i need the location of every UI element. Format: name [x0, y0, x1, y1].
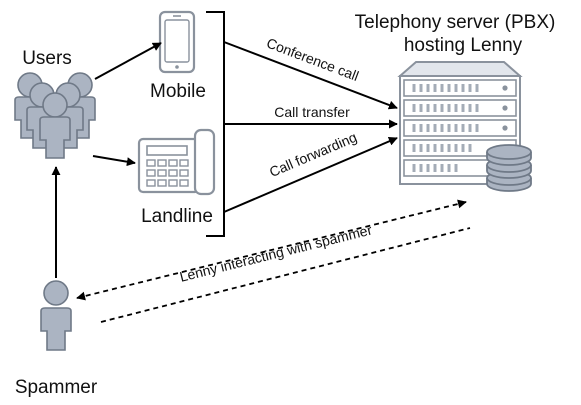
mobile-label: Mobile	[150, 81, 206, 102]
call-forwarding-label: Call forwarding	[267, 129, 359, 180]
lenny-interacting-label: Lenny interacting with spammer	[178, 221, 374, 284]
server-title: Telephony server (PBX)	[355, 12, 556, 33]
lenny-spammer-dashed-line-2	[100, 227, 471, 323]
users-icon	[14, 72, 96, 159]
landline-phone-icon	[137, 128, 216, 196]
database-icon	[486, 144, 532, 192]
landline-label: Landline	[141, 206, 213, 227]
spammer-label: Spammer	[15, 377, 98, 398]
device-bracket	[206, 11, 225, 237]
mobile-phone-icon	[158, 10, 196, 74]
call-transfer-label: Call transfer	[274, 104, 350, 120]
users-to-mobile-arrow	[94, 42, 162, 80]
spammer-person-icon	[40, 280, 72, 351]
users-label: Users	[22, 48, 72, 69]
lenny-spammer-dashed-arrow-1	[76, 199, 467, 301]
server-subtitle: hosting Lenny	[404, 35, 523, 56]
users-to-landline-arrow	[92, 155, 136, 167]
conference-call-arrow	[223, 41, 398, 110]
